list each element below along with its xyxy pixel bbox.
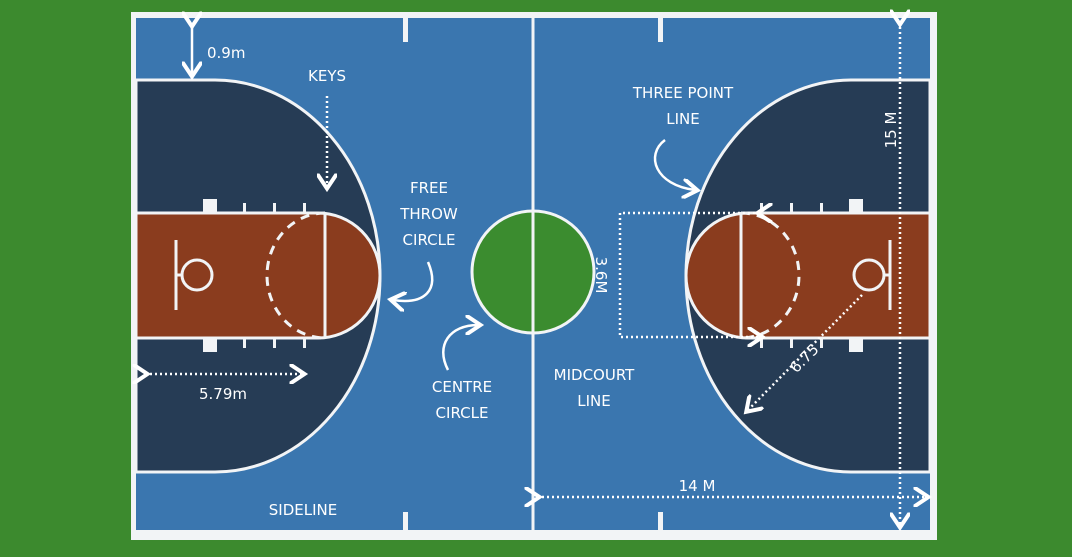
width-label: 15 M <box>882 112 900 149</box>
midcourt-label-2: LINE <box>577 392 610 410</box>
three-point-label-1: THREE POINT <box>632 84 734 102</box>
free-throw-label-2: THROW <box>399 205 458 223</box>
free-throw-arrow <box>393 261 434 301</box>
sideline-label: SIDELINE <box>269 501 337 519</box>
centre-circle-label-2: CIRCLE <box>436 404 489 422</box>
key-length-label: 5.79m <box>199 385 247 403</box>
centre-circle-arrow <box>442 325 478 371</box>
centre-circle-label-1: CENTRE <box>432 378 492 396</box>
baseline-gap-label: 0.9m <box>207 44 245 62</box>
keys-label: KEYS <box>308 67 346 85</box>
free-throw-label-3: CIRCLE <box>403 231 456 249</box>
key-width-arrow <box>618 213 760 337</box>
three-point-label-2: LINE <box>666 110 699 128</box>
key-width-label: 3.6M <box>592 257 610 294</box>
midcourt-label-1: MIDCOURT <box>554 366 636 384</box>
three-point-radius-arrow <box>748 294 863 410</box>
half-length-label: 14 M <box>679 477 716 495</box>
three-point-arrow <box>653 139 695 190</box>
free-throw-label-1: FREE <box>410 179 448 197</box>
